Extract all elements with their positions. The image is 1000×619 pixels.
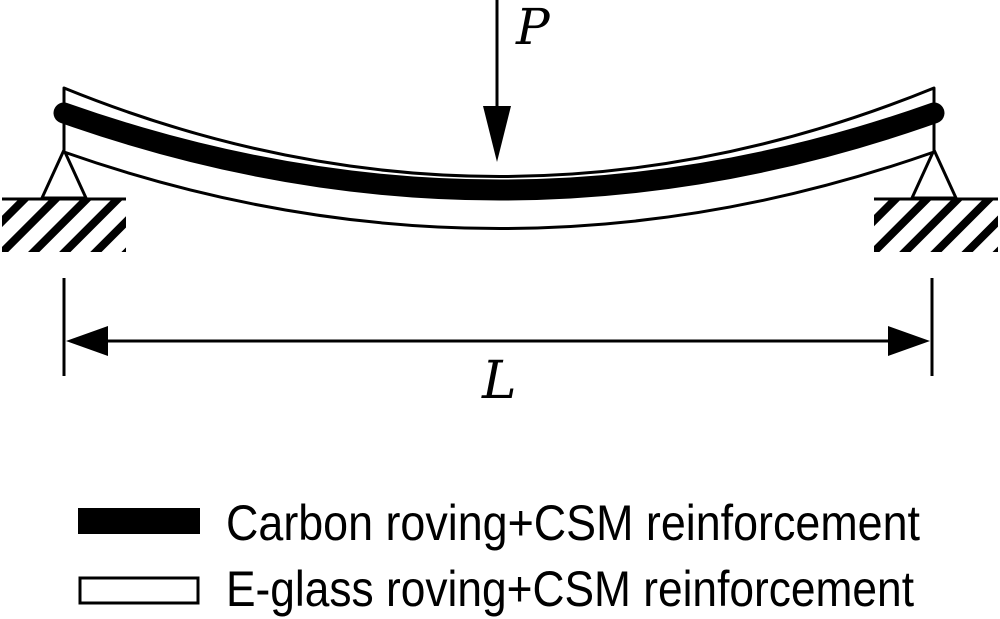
right-ground-support bbox=[874, 146, 998, 252]
right-ground-hatch bbox=[874, 200, 998, 252]
load-arrow-head bbox=[483, 106, 511, 162]
carbon-layer bbox=[53, 102, 945, 201]
glass-legend-swatch bbox=[78, 576, 200, 605]
glass-legend-label: E-glass roving+CSM reinforcement bbox=[226, 561, 914, 617]
right-pin-support bbox=[909, 146, 959, 200]
load-arrow bbox=[483, 0, 511, 162]
span-dimension bbox=[62, 278, 934, 376]
carbon-legend-swatch bbox=[78, 508, 200, 534]
deflected-beam bbox=[53, 86, 945, 230]
span-right-arrowhead bbox=[888, 326, 930, 356]
span-label: L bbox=[481, 351, 517, 411]
carbon-legend-label: Carbon roving+CSM reinforcement bbox=[226, 495, 920, 551]
legend: Carbon roving+CSM reinforcement E-glass … bbox=[78, 495, 920, 617]
left-ground-support bbox=[2, 146, 126, 252]
left-pin-support bbox=[39, 146, 89, 200]
span-left-arrowhead bbox=[66, 326, 108, 356]
load-label: P bbox=[515, 0, 551, 56]
left-ground-hatch bbox=[2, 200, 126, 252]
